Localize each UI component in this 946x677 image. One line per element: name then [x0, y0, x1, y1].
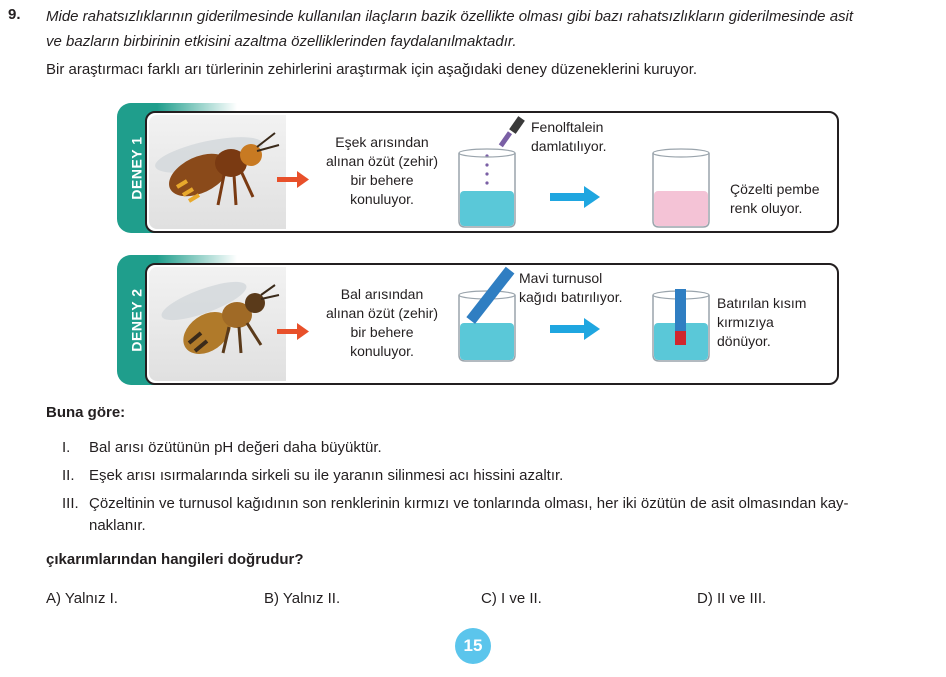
dipped-litmus-icon — [675, 289, 686, 345]
experiment-2: Bal arısından alınan özüt (zehir) bir be… — [117, 255, 839, 385]
intro-line-1: Mide rahatsızlıklarının giderilmesinde k… — [46, 8, 854, 25]
pink-beaker-icon — [652, 148, 710, 228]
honeybee-image — [149, 267, 286, 381]
orange-arrow-icon — [277, 323, 309, 340]
dropper-icon — [485, 116, 525, 185]
question-intro: Mide rahatsızlıklarının giderilmesinde k… — [46, 4, 936, 54]
blue-arrow-icon — [550, 186, 600, 208]
honeybee-icon — [161, 281, 280, 354]
experiment-2-graphics — [277, 266, 710, 362]
experiment-label: DENEY 1 — [129, 136, 146, 200]
question-text: çıkarımlarından hangileri doğrudur? — [46, 551, 304, 568]
statement-text: Bal arısı özütünün pH değeri daha büyükt… — [89, 439, 382, 456]
option-a[interactable]: A) Yalnız I. — [46, 590, 118, 607]
statement-text-continued: naklanır. — [89, 517, 146, 534]
setup-text: Bir araştırmacı farklı arı türlerinin ze… — [46, 61, 698, 78]
statement-number: II. — [62, 467, 75, 484]
hornet-image — [149, 115, 286, 229]
option-d[interactable]: D) II ve III. — [697, 590, 767, 607]
step2-text: Fenolftalein damlatılıyor. — [531, 119, 607, 154]
result-text: Batırılan kısım kırmızıya dönüyor. — [717, 295, 807, 349]
orange-arrow-icon — [277, 171, 309, 188]
experiment-panel: Eşek arısından alınan özüt (zehir) bir b… — [145, 111, 839, 233]
option-c[interactable]: C) I ve II. — [481, 590, 542, 607]
experiment-panel: Bal arısından alınan özüt (zehir) bir be… — [145, 263, 839, 385]
statement-text: Çözeltinin ve turnusol kağıdının son ren… — [89, 495, 849, 512]
experiment-1-graphics — [277, 116, 710, 228]
statement-number: I. — [62, 439, 71, 456]
step2-text: Mavi turnusol kağıdı batırılıyor. — [519, 270, 623, 305]
result-text: Çözelti pembe renk oluyor. — [730, 181, 820, 216]
step1-text: Eşek arısından alınan özüt (zehir) bir b… — [325, 134, 439, 207]
experiment-1: Eşek arısından alınan özüt (zehir) bir b… — [117, 103, 839, 233]
option-b[interactable]: B) Yalnız II. — [264, 590, 341, 607]
page-number-badge: 15 — [455, 628, 491, 664]
intro-line-2: ve bazların birbirinin etkisini azaltma … — [46, 33, 517, 50]
blue-arrow-icon — [550, 318, 600, 340]
hornet-icon — [155, 132, 280, 206]
statement-text: Eşek arısı ısırmalarında sirkeli su ile … — [89, 467, 564, 484]
experiment-label: DENEY 2 — [129, 288, 146, 352]
statement-number: III. — [62, 495, 79, 512]
beaker-icon — [458, 148, 516, 228]
litmus-paper-icon — [466, 266, 515, 324]
step1-text: Bal arısından alınan özüt (zehir) bir be… — [325, 286, 439, 359]
question-number: 9. — [8, 6, 21, 23]
prompt-label: Buna göre: — [46, 404, 126, 421]
